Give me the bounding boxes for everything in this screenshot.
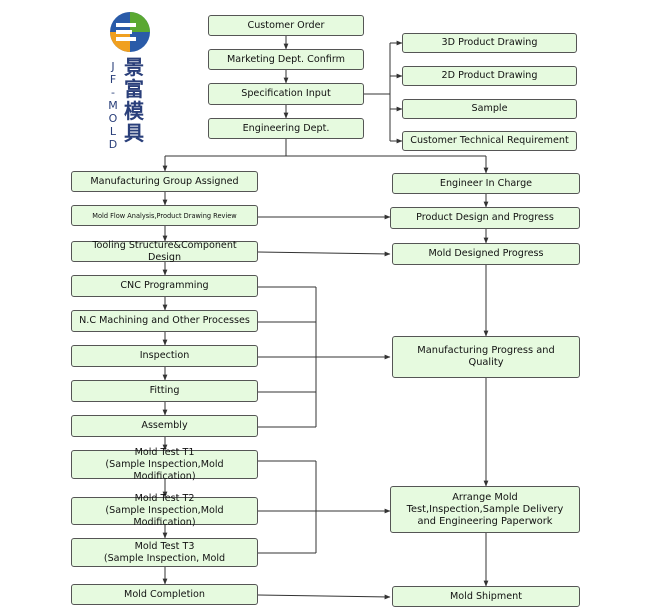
node-test-t2: Mold Test T2 (Sample Inspection,Mold Mod… <box>71 493 258 528</box>
node-mold-flow: Mold Flow Analysis,Product Drawing Revie… <box>71 205 258 226</box>
node-mold-shipment: Mold Shipment <box>392 586 580 607</box>
arrow-completion-to-shipment <box>257 594 391 600</box>
node-mfg-group: Manufacturing Group Assigned <box>71 171 258 192</box>
arrow-tooling-to-molddesigned <box>257 251 391 257</box>
node-mold-completion: Mold Completion <box>71 584 258 605</box>
node-customer-tech-req: Customer Technical Requirement <box>402 131 577 151</box>
node-fitting: Fitting <box>71 380 258 402</box>
node-2d-drawing: 2D Product Drawing <box>402 66 577 86</box>
logo-chinese-text: 景富模具 <box>124 55 144 145</box>
node-tooling-structure: Tooling Structure&Component Design <box>71 240 258 263</box>
node-engineer-in-charge: Engineer In Charge <box>392 173 580 194</box>
node-test-t3: Mold Test T3 (Sample Inspection, Mold <box>71 538 258 567</box>
node-mold-designed: Mold Designed Progress <box>392 243 580 265</box>
node-spec-input: Specification Input <box>208 83 364 105</box>
node-inspection: Inspection <box>71 345 258 367</box>
node-engineering-dept: Engineering Dept. <box>208 118 364 139</box>
node-arrange-test: Arrange Mold Test,Inspection,Sample Deli… <box>390 486 580 533</box>
node-marketing-confirm: Marketing Dept. Confirm <box>208 49 364 70</box>
node-mfg-progress: Manufacturing Progress and Quality <box>392 336 580 378</box>
node-test-t1: Mold Test T1 (Sample Inspection,Mold Mod… <box>71 447 258 482</box>
node-assembly: Assembly <box>71 415 258 437</box>
jf-mold-logo-icon <box>110 12 150 52</box>
node-product-design: Product Design and Progress <box>390 207 580 229</box>
node-customer-order: Customer Order <box>208 15 364 36</box>
node-nc-machining: N.C Machining and Other Processes <box>71 310 258 332</box>
node-cnc: CNC Programming <box>71 275 258 297</box>
node-3d-drawing: 3D Product Drawing <box>402 33 577 53</box>
node-sample: Sample <box>402 99 577 119</box>
